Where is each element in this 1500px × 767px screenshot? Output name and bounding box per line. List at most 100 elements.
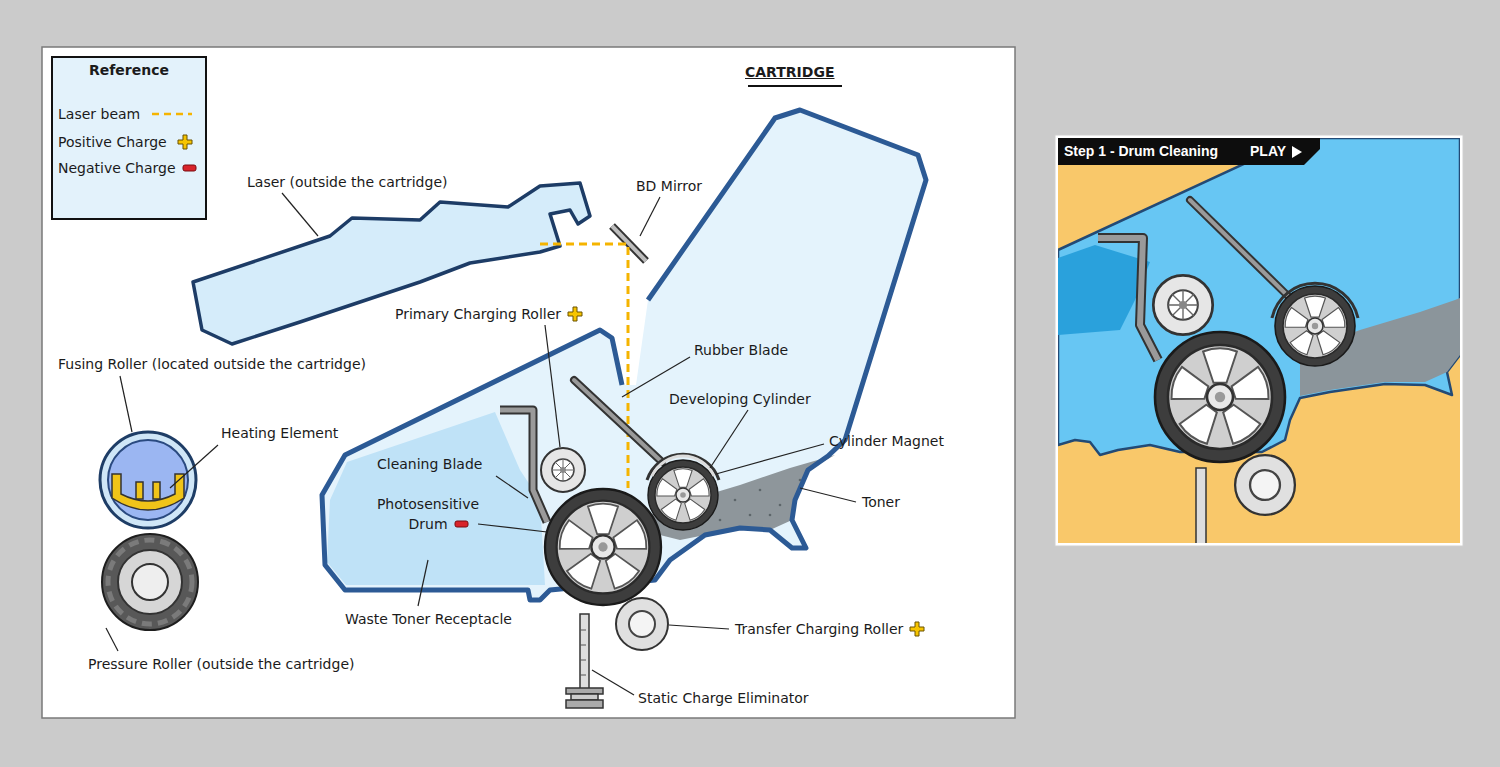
part-label-text: Transfer Charging Roller [735,621,903,637]
legend-box [52,57,206,219]
part-label-text: Waste Toner Receptacle [345,611,512,627]
dash-line [152,113,192,116]
heating-element-prong [153,482,160,499]
photosensitive-drum [545,489,661,605]
part-label-text: Developing Cylinder [669,391,811,407]
legend-text: Positive Charge [58,133,167,151]
cylinder-magnet [647,454,719,480]
plus-symbol [177,134,193,150]
plus-shape [568,307,582,321]
part-label: Transfer Charging Roller [735,620,903,638]
part-label-text: Primary Charging Roller [395,306,561,322]
minus-shape [183,165,196,171]
diagram-title-text: CARTRIDGE [745,64,834,80]
part-label: Waste Toner Receptacle [345,610,512,628]
eliminator-base [571,694,598,700]
bd-mirror-face [612,226,646,261]
zoom-cleaning-blade [1098,238,1158,360]
part-label: Reference [52,61,206,79]
primary-charging-roller [541,448,585,492]
zoom-primary-roller [1153,275,1212,334]
part-label: Developing Cylinder [669,390,811,408]
title-rule [748,85,842,87]
zoom-cylinder-magnet [1272,283,1358,318]
plus-shape [910,622,924,636]
bd-mirror [612,226,646,261]
pressure-roller-texture [108,540,192,624]
eliminator-teeth [580,630,586,675]
zoom-drum [1155,332,1285,462]
diagram-title: CARTRIDGE [745,63,834,81]
pressure-roller [102,534,198,630]
rubber-blade-face [574,380,662,462]
eliminator-base [566,688,603,694]
cleaning-blade-face [500,410,547,522]
part-label: Primary Charging Roller [395,305,561,323]
part-label: Heating Element [221,424,338,442]
part-label-text: Cleaning Blade [377,456,482,472]
part-label: Laser (outside the cartridge) [247,173,447,191]
zoom-background [1058,138,1460,543]
eliminator-base [566,700,603,708]
rubber-blade [574,380,662,462]
heating-element-prong [136,482,143,499]
plus-shape [178,135,192,149]
part-label: BD Mirror [636,177,702,195]
leader-lines [106,193,856,695]
play-label: PLAY [1250,143,1286,160]
plus-symbol [909,621,925,637]
part-label: Fusing Roller (located outside the cartr… [58,355,366,373]
part-label-text: Pressure Roller (outside the cartridge) [88,656,354,672]
part-label: Pressure Roller (outside the cartridge) [88,655,354,673]
static-eliminator [580,614,589,689]
heating-element [112,474,184,510]
part-label-text: Laser (outside the cartridge) [247,174,447,190]
part-label: Cleaning Blade [377,455,482,473]
zoom-cleaning-blade-face [1098,238,1158,360]
part-label: Cylinder Magnet [829,432,944,450]
part-label-text: Toner [862,494,900,510]
part-label-text: Reference [89,62,169,78]
legend-text-text: Laser beam [58,106,140,122]
legend-text-text: Positive Charge [58,134,167,150]
legend-text: Laser beam [58,105,140,123]
plus-symbol [567,306,583,322]
step-tab: Step 1 - Drum Cleaning PLAY [1058,138,1320,165]
zoom-static-eliminator [1196,468,1206,543]
laser-housing [193,183,590,344]
step-panel [1055,135,1463,546]
step-zoom [1058,138,1460,543]
minus-symbol [182,164,197,172]
part-label: Static Charge Eliminator [638,689,809,707]
part-label: Photosensitive Drum [366,494,490,534]
fusing-roller-core [108,440,188,520]
main-panel [42,47,1015,718]
legend-text-text: Negative Charge [58,160,176,176]
transfer-charging-roller [616,598,668,650]
zoom-transfer-roller [1235,455,1295,515]
dash-symbol [152,111,192,117]
play-triangle [1292,146,1302,158]
waste-receptacle-area [327,412,545,585]
fusing-roller [100,432,196,528]
part-label-text: Cylinder Magnet [829,433,944,449]
part-label-text: Heating Element [221,425,338,441]
zoom-developing-cylinder [1275,286,1355,366]
part-label-text: Rubber Blade [694,342,788,358]
pressure-roller-core [118,550,182,614]
part-label-text: Fusing Roller (located outside the cartr… [58,356,366,372]
minus-symbol [454,520,469,528]
part-label: Toner [862,493,900,511]
developing-cylinder [648,460,718,530]
part-label: Rubber Blade [694,341,788,359]
part-label-text: BD Mirror [636,178,702,194]
part-label-text: Static Charge Eliminator [638,690,809,706]
step-title: Step 1 - Drum Cleaning [1064,143,1218,160]
legend-text: Negative Charge [58,159,176,177]
triangle-shape [1292,146,1302,158]
tab-outline [1058,138,1320,165]
pressure-roller-hub [132,564,168,600]
minus-shape [455,521,468,527]
